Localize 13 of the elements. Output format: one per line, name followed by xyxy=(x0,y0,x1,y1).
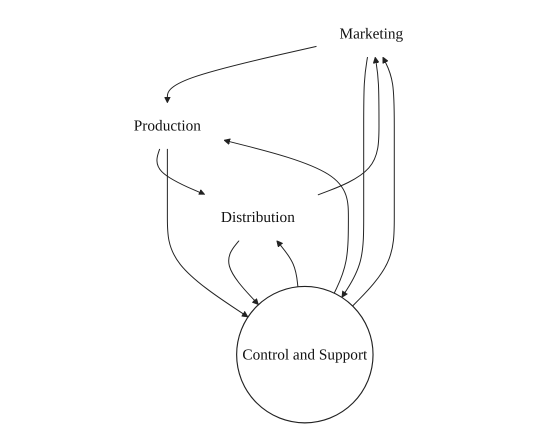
arrow xyxy=(164,46,318,104)
arrow xyxy=(352,56,395,306)
node-text: Marketing xyxy=(339,26,404,42)
arrow xyxy=(276,240,298,288)
node-text: Distribution xyxy=(220,209,295,226)
arrow xyxy=(317,56,380,196)
arrow xyxy=(228,240,259,305)
arrow xyxy=(342,56,368,298)
arrow xyxy=(156,148,206,196)
node-text: Production xyxy=(134,117,201,134)
arrow xyxy=(224,138,349,294)
arrow xyxy=(166,148,248,318)
node-circle: Control and Support xyxy=(236,286,374,424)
